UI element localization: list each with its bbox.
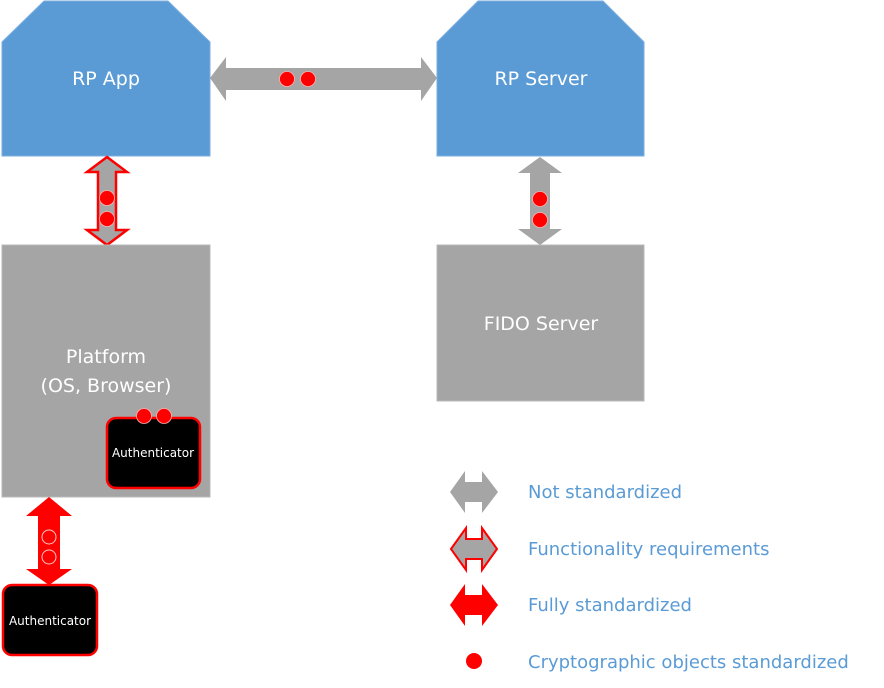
crypto-object-outline-dot (41, 549, 57, 565)
rp-app-rp-server-arrow (210, 57, 437, 101)
crypto-object-dot (532, 191, 548, 207)
red-double-arrow-icon (450, 584, 498, 626)
legend-label: Fully standardized (528, 595, 692, 616)
gray-double-arrow-icon (450, 471, 498, 513)
fido-server-node: FIDO Server (436, 244, 645, 402)
rp-server-label: RP Server (494, 68, 587, 90)
fido-server-label: FIDO Server (484, 313, 599, 335)
external-authenticator-label: Authenticator (9, 614, 91, 628)
rp-server-fido-server-arrow (518, 157, 562, 245)
internal-authenticator-label: Authenticator (112, 446, 194, 460)
legend-item-crypto-objects: Cryptographic objects standardized (466, 652, 849, 673)
legend: Not standardized Functionality requireme… (449, 471, 849, 673)
crypto-object-dot (279, 71, 295, 87)
platform-label-line2: (OS, Browser) (41, 375, 172, 397)
external-authenticator-node: Authenticator (1, 583, 99, 657)
rp-server-node: RP Server (436, 0, 645, 157)
legend-label: Not standardized (528, 482, 682, 503)
platform-authenticator-arrow (26, 497, 72, 585)
rp-app-label: RP App (72, 68, 140, 90)
legend-item-fully-standardized: Fully standardized (450, 584, 692, 626)
crypto-object-dot (156, 408, 172, 424)
crypto-object-dot (300, 71, 316, 87)
rp-app-platform-arrow (83, 155, 131, 247)
platform-label-line1: Platform (66, 346, 146, 368)
crypto-object-dot (136, 408, 152, 424)
crypto-object-dot (99, 190, 115, 206)
legend-label: Cryptographic objects standardized (528, 652, 849, 673)
legend-label: Functionality requirements (528, 539, 769, 560)
internal-authenticator-node: Authenticator (105, 408, 202, 490)
legend-item-not-standardized: Not standardized (450, 471, 682, 513)
red-dot-icon (466, 653, 482, 669)
rp-app-node: RP App (1, 0, 211, 157)
legend-item-functionality-requirements: Functionality requirements (449, 524, 769, 574)
outlined-double-arrow-icon (449, 524, 499, 574)
crypto-object-dot (99, 211, 115, 227)
crypto-object-dot (532, 212, 548, 228)
crypto-object-outline-dot (41, 529, 57, 545)
